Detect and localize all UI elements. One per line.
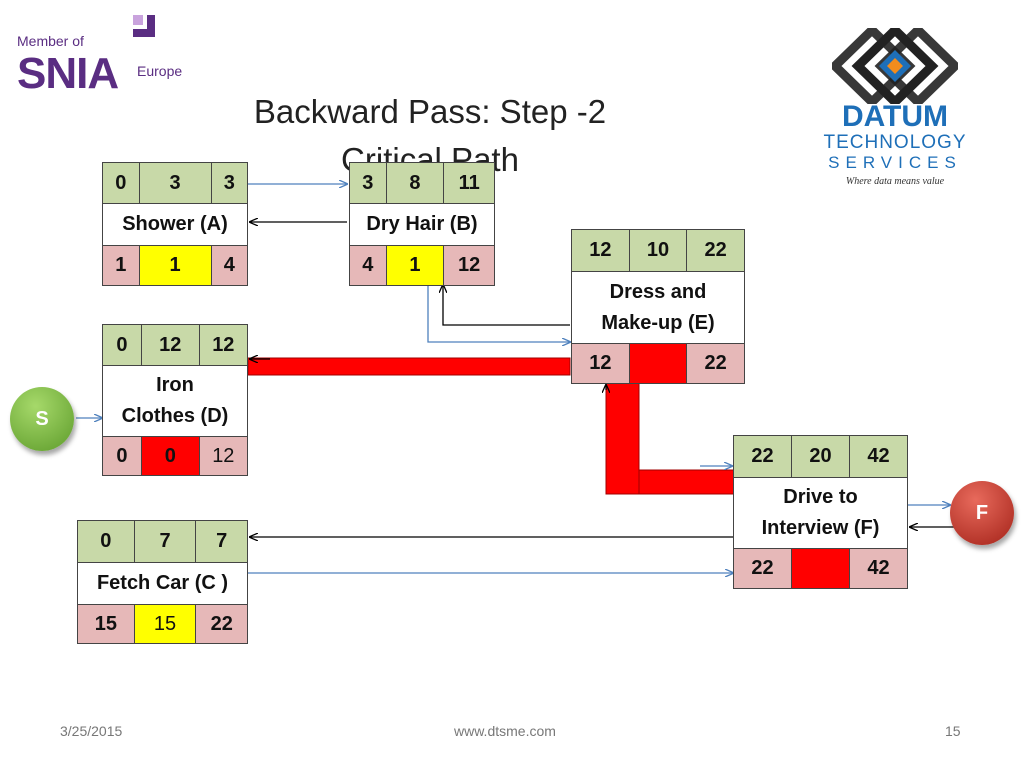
node-c-late-finish: 22: [196, 605, 248, 643]
node-a-duration: 3: [139, 163, 212, 203]
node-iron-clothes-d: 0 12 12 Iron Clothes (D) 0 0 12: [102, 324, 248, 476]
critical-bar-d-e: [247, 357, 571, 376]
node-d-name: Iron Clothes (D): [121, 374, 229, 427]
node-a-late-finish: 4: [211, 246, 247, 285]
node-a-early-start: 0: [103, 163, 140, 203]
node-a-late-start: 1: [103, 246, 140, 285]
snia-region: Europe: [137, 63, 183, 79]
node-e-early-start: 12: [572, 230, 630, 271]
node-e-late-finish: 22: [687, 344, 745, 383]
node-b-early-finish: 11: [444, 163, 494, 203]
node-a-name: Shower (A): [122, 213, 228, 235]
node-f-late-start: 22: [734, 549, 792, 588]
forward-arrow-b-e: [427, 283, 570, 342]
node-f-late-finish: 42: [850, 549, 907, 588]
node-d-duration: 12: [141, 325, 200, 365]
node-d-early-start: 0: [103, 325, 142, 365]
footer-date: 3/25/2015: [60, 723, 123, 739]
node-b-late-finish: 12: [444, 246, 494, 285]
snia-member-text: Member of: [17, 33, 84, 49]
footer-page-number: 15: [945, 723, 961, 739]
snia-mark-icon: [133, 15, 155, 37]
datum-tagline: Where data means value: [845, 176, 945, 187]
node-f-early-start: 22: [734, 436, 792, 477]
node-e-slack: 0: [629, 344, 688, 383]
datum-mark-icon: [832, 28, 958, 104]
datum-name: DATUM: [841, 100, 949, 133]
node-b-early-start: 3: [350, 163, 387, 203]
node-e-duration: 10: [629, 230, 688, 271]
node-c-slack: 15: [134, 605, 197, 643]
node-e-name: Dress and Make-up (E): [601, 280, 715, 334]
start-node: S: [10, 387, 74, 451]
node-c-late-start: 15: [78, 605, 135, 643]
title-line-1: Backward Pass: Step -2: [253, 93, 607, 130]
node-f-slack: 0: [792, 549, 850, 588]
node-c-early-start: 0: [78, 521, 135, 562]
node-dress-makeup-e: 12 10 22 Dress and Make-up (E) 12 0 22: [571, 229, 745, 384]
node-b-name: Dry Hair (B): [366, 213, 478, 235]
node-d-slack: 0: [141, 437, 200, 475]
node-c-name: Fetch Car (C ): [96, 572, 229, 594]
node-d-early-finish: 12: [199, 325, 247, 365]
node-b-late-start: 4: [350, 246, 387, 285]
finish-node: F: [950, 481, 1014, 545]
node-a-slack: 1: [139, 246, 212, 285]
datum-services: SERVICES: [828, 153, 962, 172]
datum-logo: DATUM TECHNOLOGY SERVICES Where data mea…: [820, 28, 970, 198]
node-f-name: Drive to Interview (F): [761, 486, 880, 539]
node-f-early-finish: 42: [850, 436, 907, 477]
node-shower-a: 0 3 3 Shower (A) 1 1 4: [102, 162, 248, 286]
node-b-slack: 1: [386, 246, 445, 285]
node-fetch-car-c: 0 7 7 Fetch Car (C ) 15 15 22: [77, 520, 248, 644]
node-e-late-start: 12: [572, 344, 630, 383]
node-f-duration: 20: [792, 436, 850, 477]
critical-bar-e-f: [638, 469, 735, 495]
critical-bar-e-down: [605, 382, 640, 495]
node-b-duration: 8: [386, 163, 445, 203]
node-d-late-start: 0: [103, 437, 142, 475]
node-drive-interview-f: 22 20 42 Drive to Interview (F) 22 0 42: [733, 435, 908, 589]
datum-technology: TECHNOLOGY: [823, 132, 967, 153]
node-dry-hair-b: 3 8 11 Dry Hair (B) 4 1 12: [349, 162, 495, 286]
node-d-late-finish: 12: [199, 437, 247, 475]
snia-name: SNIA: [17, 49, 119, 98]
node-e-early-finish: 22: [687, 230, 745, 271]
node-c-early-finish: 7: [196, 521, 248, 562]
node-c-duration: 7: [134, 521, 197, 562]
snia-logo: Member of SNIA Europe: [15, 15, 182, 98]
backward-arrow-e-b: [443, 285, 570, 326]
node-a-early-finish: 3: [211, 163, 247, 203]
footer-url: www.dtsme.com: [454, 723, 556, 739]
